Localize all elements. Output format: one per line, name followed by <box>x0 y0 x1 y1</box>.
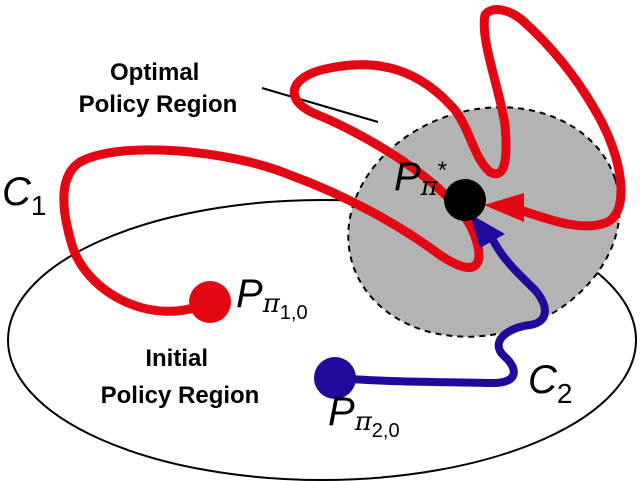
trajectory-c2-arrowhead <box>470 214 505 248</box>
start2-point-label: Pπ2,0 <box>328 390 400 442</box>
initial-policy-region <box>7 199 637 481</box>
initial-policy-point-2 <box>314 357 356 399</box>
trajectory-c1-arrowhead <box>484 193 524 222</box>
initial-policy-point-1 <box>189 281 231 323</box>
optimal-policy-point <box>444 179 486 221</box>
trajectory-c2 <box>336 228 549 388</box>
initial-region-label: Initial Policy Region <box>101 345 260 409</box>
curve-c2-label: C2 <box>528 358 572 409</box>
optimal-region-label: Optimal Policy Region <box>79 59 238 118</box>
start1-point-label: Pπ1,0 <box>236 272 308 324</box>
trajectory-c1 <box>59 5 626 316</box>
optimal-region-leader-line <box>261 87 379 123</box>
optimal-point-label: Pπ* <box>394 155 447 202</box>
curve-c1-label: C1 <box>2 170 46 221</box>
